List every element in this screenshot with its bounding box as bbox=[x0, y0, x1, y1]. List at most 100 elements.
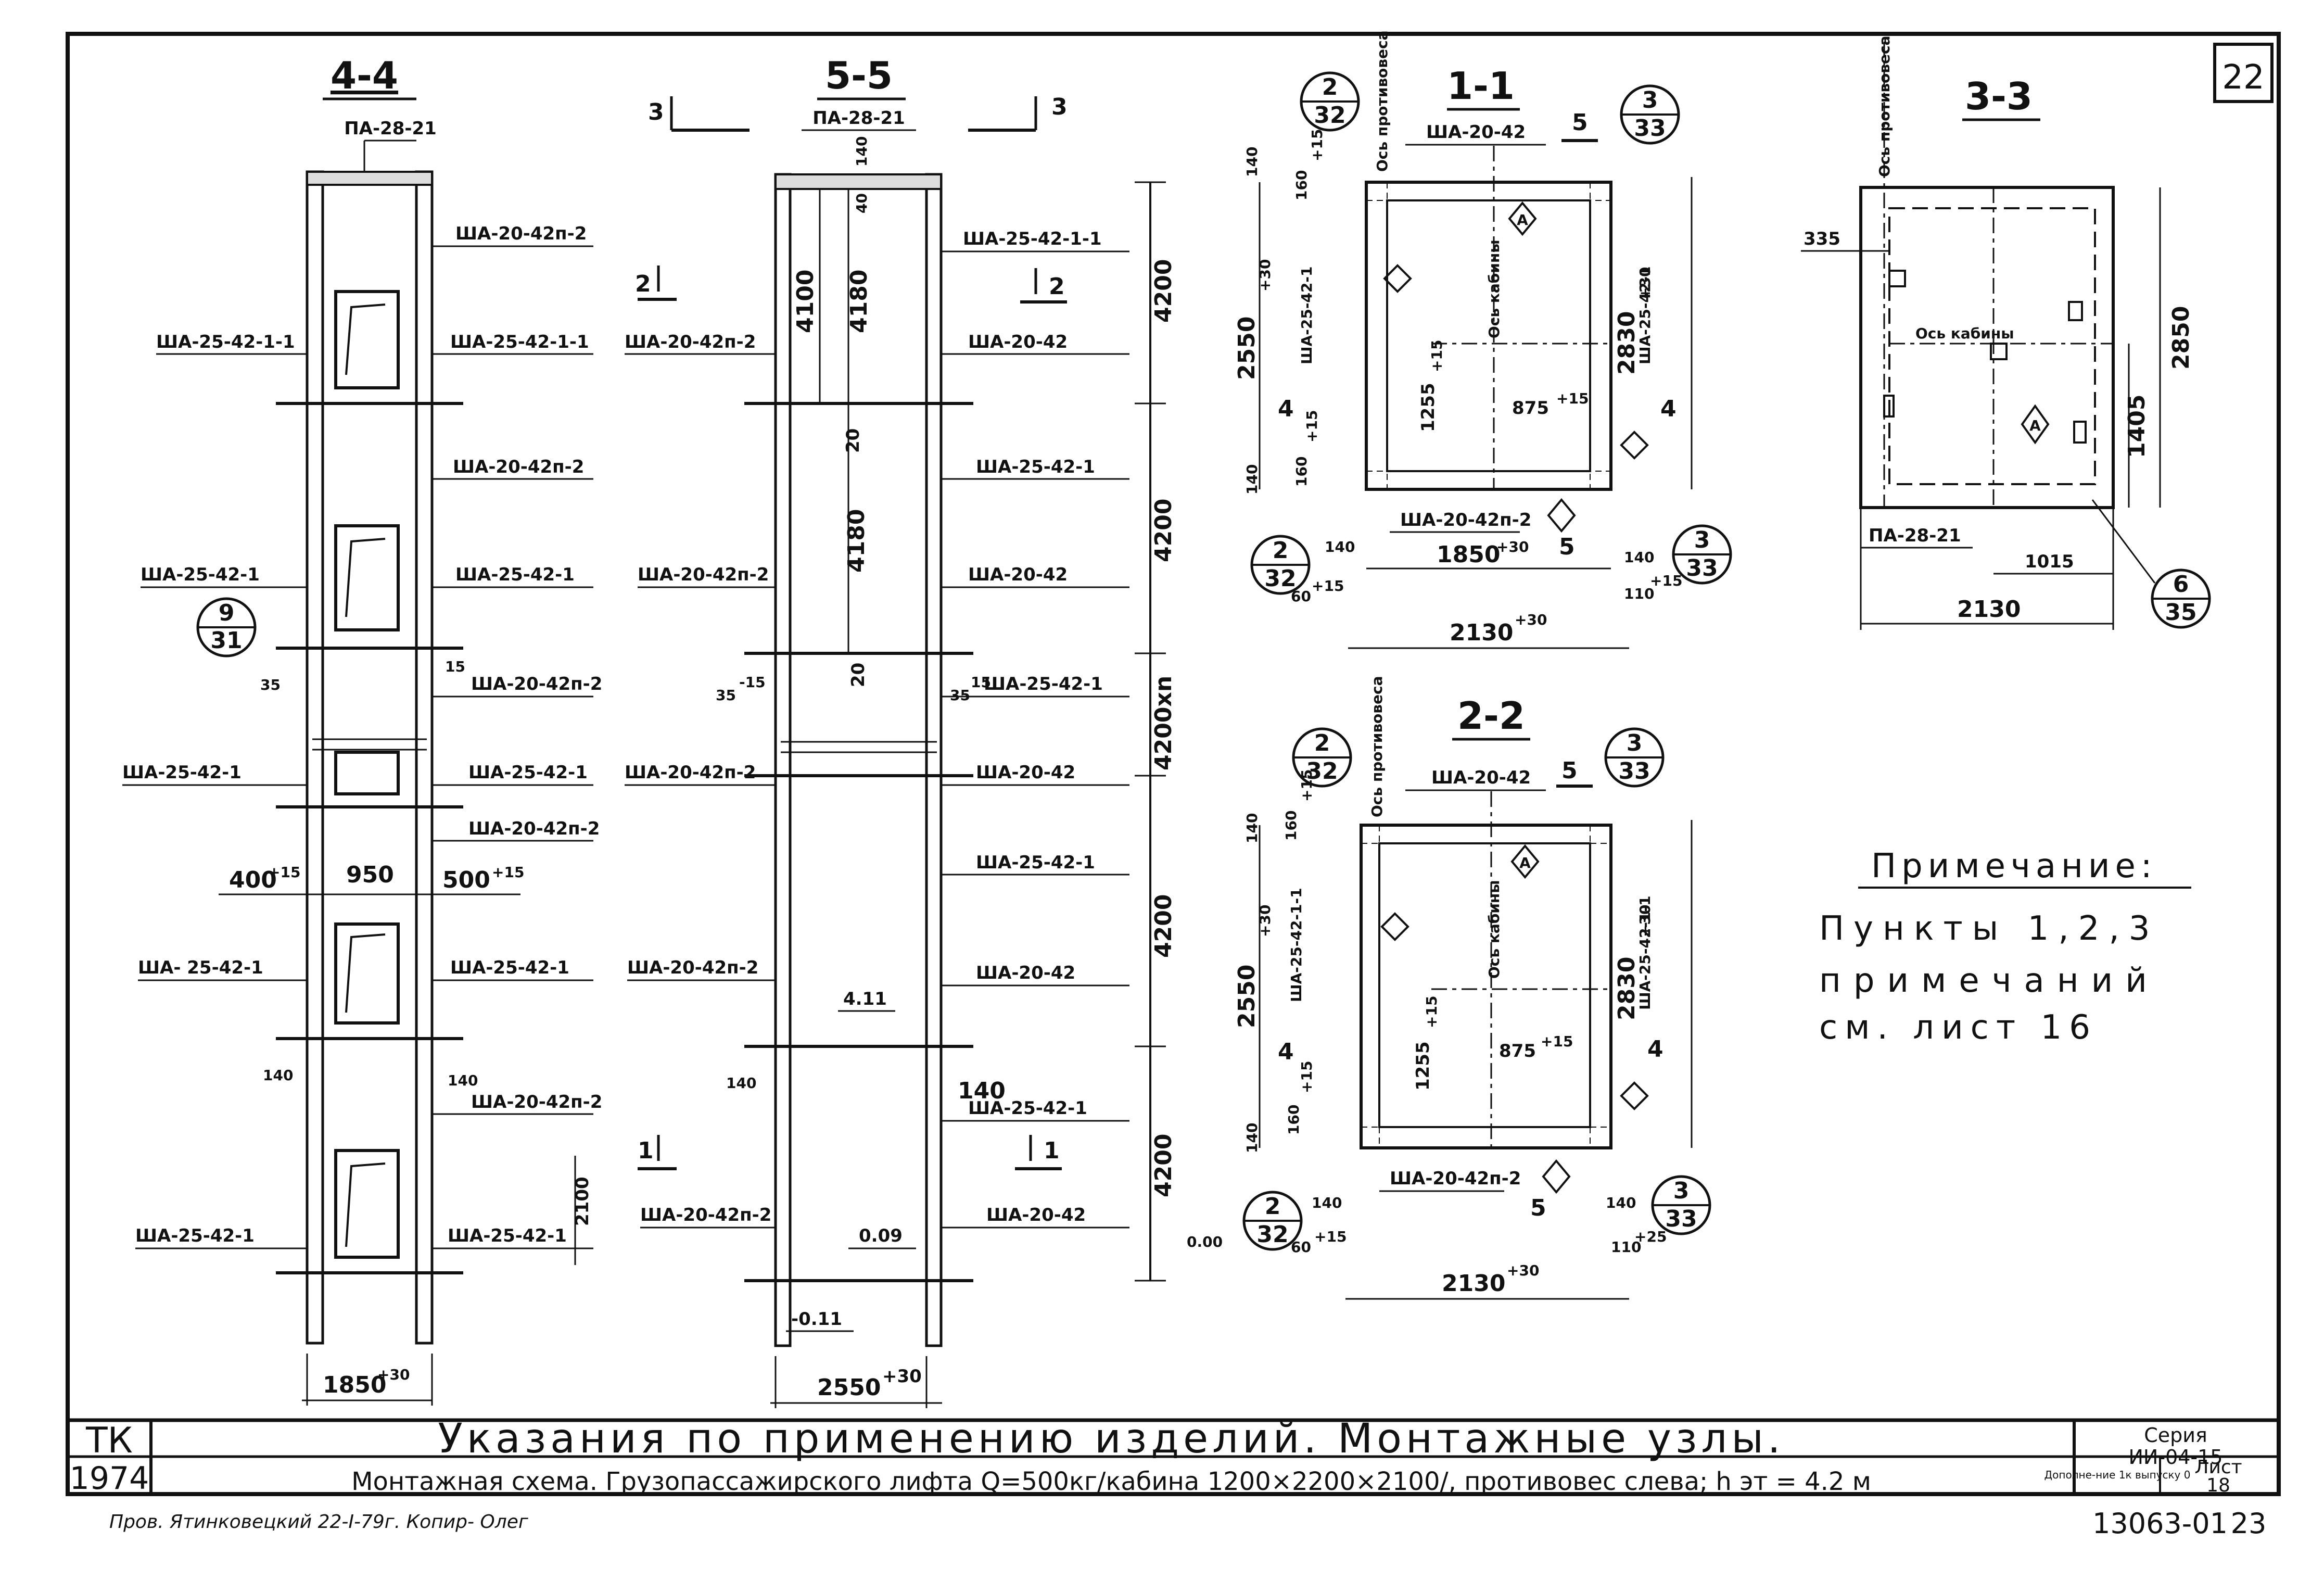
s55-label-r9: ША-25-42-1 bbox=[968, 1098, 1087, 1119]
s44-label-l1: ША-25-42-1-1 bbox=[156, 332, 295, 352]
s11-callout-tr-bottom: 33 bbox=[1634, 115, 1666, 142]
s22-bottom-mark: ША-20-42п-2 bbox=[1390, 1168, 1521, 1189]
s55-label-l1: ША-20-42п-2 bbox=[625, 332, 756, 352]
section-4-4: 4-4 ПА-28-21 bbox=[122, 54, 602, 1406]
series-label: Серия bbox=[2144, 1424, 2207, 1447]
s11-cut-5: 5 bbox=[1572, 109, 1588, 136]
drawing-code: 13063-01 bbox=[2092, 1507, 2228, 1540]
s44-label-l4: ША- 25-42-1 bbox=[138, 957, 263, 978]
note-line2: примечаний bbox=[1819, 962, 2160, 1000]
s44-label-r8: ША-25-42-1 bbox=[450, 957, 569, 978]
note-block: Примечание: Пункты 1,2,3 примечаний см. … bbox=[1819, 847, 2191, 1047]
s55-dim-15a: -15 bbox=[739, 674, 766, 691]
s55-bottom-tol: +30 bbox=[882, 1366, 922, 1387]
s22-h140b: 140 bbox=[1606, 1194, 1636, 1211]
s55-label-r10: ША-20-42 bbox=[986, 1205, 1086, 1225]
note-line1: Пункты 1,2,3 bbox=[1819, 909, 2160, 948]
s22-cut-5: 5 bbox=[1561, 757, 1578, 784]
s22-h875t: +15 bbox=[1541, 1033, 1573, 1050]
s55-mark-000: 0.00 bbox=[1187, 1233, 1223, 1250]
signature-line: Пров. Ятинковецкий 22-I-79г. Копир- Олег bbox=[109, 1511, 529, 1533]
s11-h1850: 1850 bbox=[1437, 541, 1500, 568]
s55-dim-4200b: 4200 bbox=[1150, 499, 1177, 562]
s55-dim-15b: 15 bbox=[971, 674, 991, 691]
s55-dim-4200d: 4200 bbox=[1150, 1134, 1177, 1197]
s22-cut4-left: 4 bbox=[1278, 1039, 1294, 1065]
s22-callout-bl-top: 2 bbox=[1265, 1193, 1281, 1220]
s55-label-r1: ША-25-42-1-1 bbox=[963, 229, 1102, 249]
s44-callout-top: 9 bbox=[219, 600, 235, 626]
s44-bottom-dim: 1850 bbox=[323, 1372, 386, 1398]
s11-callout-tr-top: 3 bbox=[1642, 87, 1658, 113]
s11-h875: 875 bbox=[1512, 398, 1549, 419]
s22-v140b: 140 bbox=[1243, 1123, 1261, 1153]
s33-mark-a: А bbox=[2029, 417, 2041, 434]
s11-h140b: 140 bbox=[1624, 549, 1654, 566]
s11-callout-br-bottom: 33 bbox=[1686, 555, 1718, 581]
s11-v160b: 160 bbox=[1293, 457, 1310, 487]
s11-left-mark: ША-25-42-1 bbox=[1298, 266, 1315, 364]
s55-dim-140b: 140 bbox=[958, 1078, 1006, 1104]
s11-v160at: +15 bbox=[1309, 129, 1326, 161]
s11-callout-bl-top: 2 bbox=[1273, 537, 1289, 564]
s22-callout-tr: 3 33 bbox=[1604, 727, 1665, 788]
s55-label-r7: ША-25-42-1 bbox=[976, 852, 1095, 873]
s55-label-r3: ША-25-42-1 bbox=[976, 457, 1095, 477]
s44-label-r7: ША-20-42п-2 bbox=[468, 818, 600, 839]
s22-v1255t: +15 bbox=[1423, 996, 1440, 1028]
s11-callout-bl: 2 32 bbox=[1250, 535, 1311, 595]
s22-v2830t: +30 bbox=[1636, 905, 1654, 937]
s33-dim-2130: 2130 bbox=[1957, 596, 2021, 623]
s22-v2830: 2830 bbox=[1614, 957, 1640, 1020]
s55-mark-011: -0.11 bbox=[791, 1309, 842, 1330]
s22-v2550: 2550 bbox=[1234, 965, 1260, 1028]
s11-v2830t: +30 bbox=[1636, 267, 1654, 299]
s44-callout-bottom: 31 bbox=[210, 627, 242, 654]
s22-h110t: +25 bbox=[1634, 1228, 1667, 1245]
s44-dim-15: 15 bbox=[445, 658, 465, 675]
s22-h2130t: +30 bbox=[1507, 1262, 1539, 1279]
s44-label-r4: ША-25-42-1 bbox=[455, 564, 575, 585]
s22-v160b: 160 bbox=[1285, 1105, 1302, 1135]
s44-dim-140b: 140 bbox=[448, 1072, 478, 1089]
sheet-subtitle: Монтажная схема. Грузопассажирского лифт… bbox=[351, 1467, 1871, 1496]
s22-h875: 875 bbox=[1499, 1041, 1536, 1061]
s33-dim-1405: 1405 bbox=[2124, 395, 2150, 458]
section-2-2: 2-2 ША-20-42 5 Ось кабины Ось противовес… bbox=[1234, 676, 1711, 1300]
org-code: ТК bbox=[85, 1420, 133, 1461]
s22-v2550t: +30 bbox=[1256, 905, 1274, 937]
section-3-3-title: 3-3 bbox=[1965, 74, 2033, 118]
s11-h110t: +15 bbox=[1650, 572, 1682, 589]
s44-dim-950: 950 bbox=[346, 862, 394, 888]
s11-callout-br: 3 33 bbox=[1672, 524, 1732, 585]
s55-dim-35a: 35 bbox=[716, 687, 736, 704]
s11-axis-cabin: Ось кабины bbox=[1485, 239, 1503, 338]
sheet-label: Лист bbox=[2194, 1457, 2242, 1478]
s55-dim-35b: 35 bbox=[950, 687, 970, 704]
s11-v160bt: +15 bbox=[1303, 410, 1320, 443]
cut-1-left: 1 bbox=[638, 1137, 654, 1164]
s44-dim-35: 35 bbox=[260, 676, 281, 693]
section-3-3: 3-3 Ось противовеса Ось кабины А 335 285… bbox=[1801, 36, 2211, 630]
s11-v140b: 140 bbox=[1243, 464, 1261, 495]
year: 1974 bbox=[70, 1460, 149, 1497]
s22-cut-5b: 5 bbox=[1530, 1195, 1546, 1221]
s55-dim-140: 140 bbox=[853, 136, 870, 167]
s55-dim-4200c: 4200 bbox=[1150, 894, 1177, 958]
s11-top-mark: ША-20-42 bbox=[1426, 122, 1526, 143]
s33-dim-335: 335 bbox=[1804, 229, 1840, 249]
section-5-5: 5-5 ПА-28-21 3 3 2 2 1 1 bbox=[625, 54, 1223, 1408]
s44-label-r5: ША-20-42п-2 bbox=[471, 674, 602, 694]
s11-callout-tr: 3 33 bbox=[1620, 84, 1680, 145]
s22-callout-tr-bottom: 33 bbox=[1618, 758, 1650, 785]
s11-h875t: +15 bbox=[1556, 390, 1589, 407]
s22-callout-br-bottom: 33 bbox=[1665, 1206, 1697, 1232]
s11-cut4-left: 4 bbox=[1278, 396, 1294, 422]
s44-label-r3: ША-20-42п-2 bbox=[453, 457, 584, 477]
sheet-frame bbox=[66, 32, 2281, 1496]
s33-dim-2850: 2850 bbox=[2168, 306, 2194, 370]
s44-label-r6: ША-25-42-1 bbox=[468, 762, 588, 783]
s22-callout-tl: 2 32 bbox=[1292, 727, 1352, 788]
sheet-number: 22 bbox=[2222, 58, 2264, 97]
